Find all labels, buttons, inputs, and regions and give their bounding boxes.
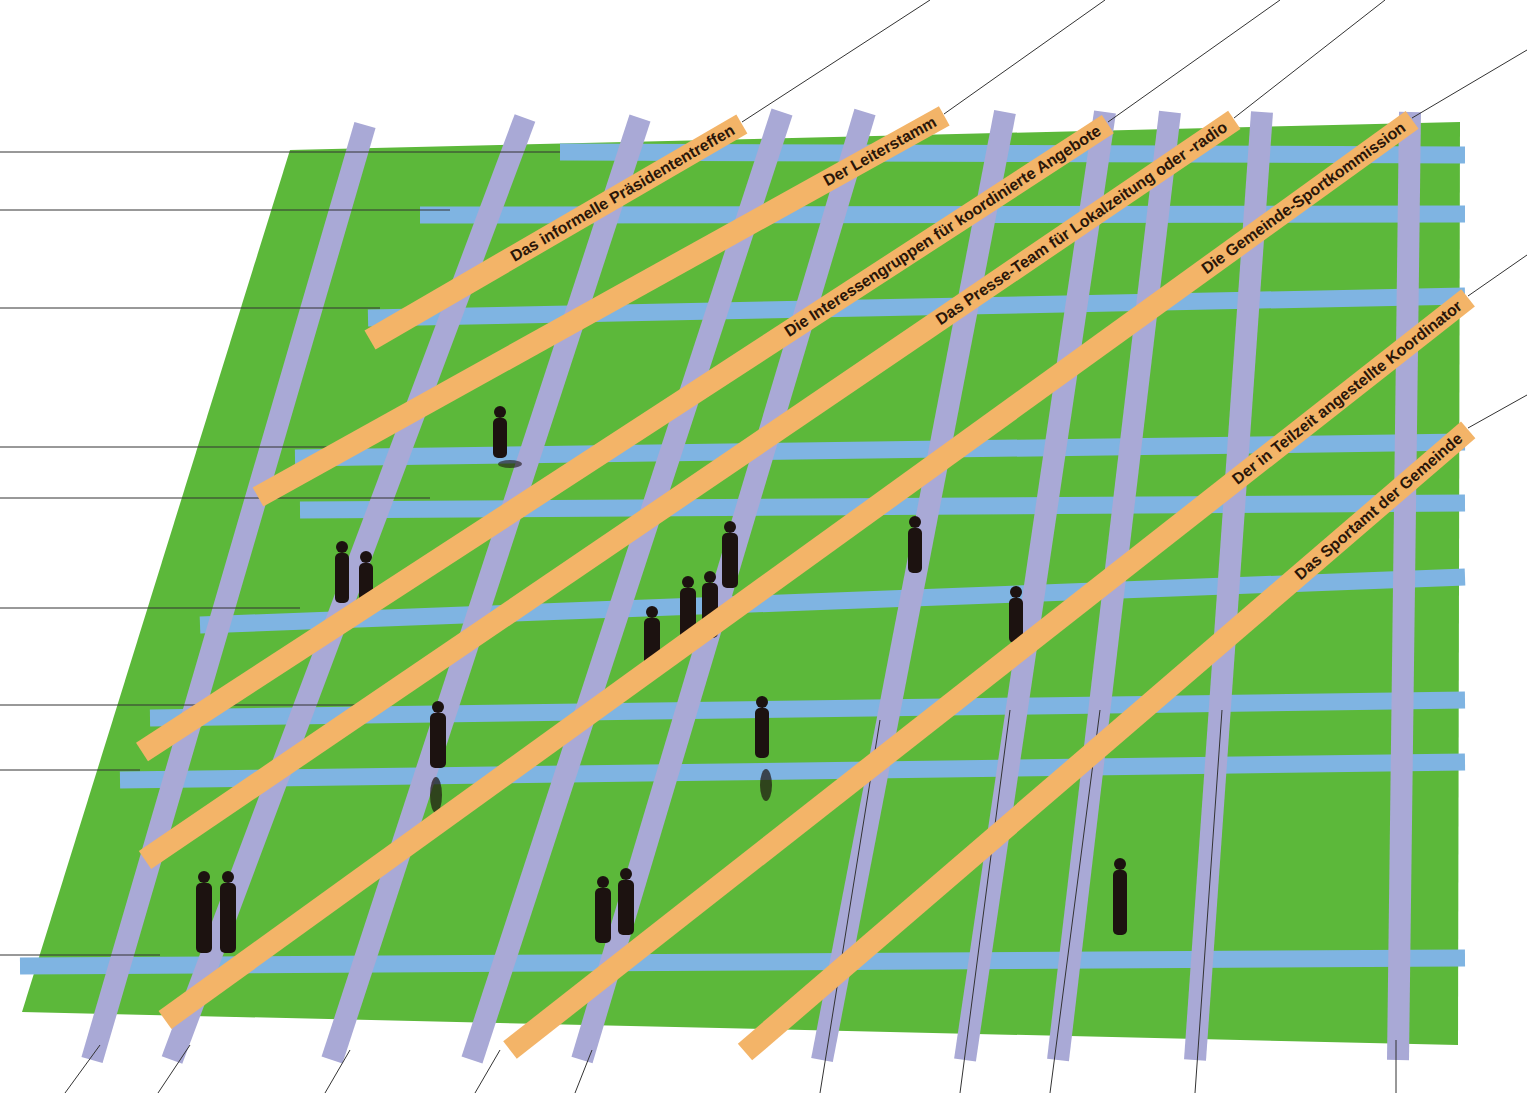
band-label: Das Sportamt der Gemeinde: [1290, 428, 1467, 585]
orange-band: Das informelle Präsidententreffen: [364, 114, 747, 349]
band-label: Die Gemeinde-Sportkommission: [1197, 117, 1410, 279]
band-label: Der Leiterstamm: [820, 111, 941, 192]
orange-band: Die Gemeinde-Sportkommission: [159, 111, 1419, 1029]
